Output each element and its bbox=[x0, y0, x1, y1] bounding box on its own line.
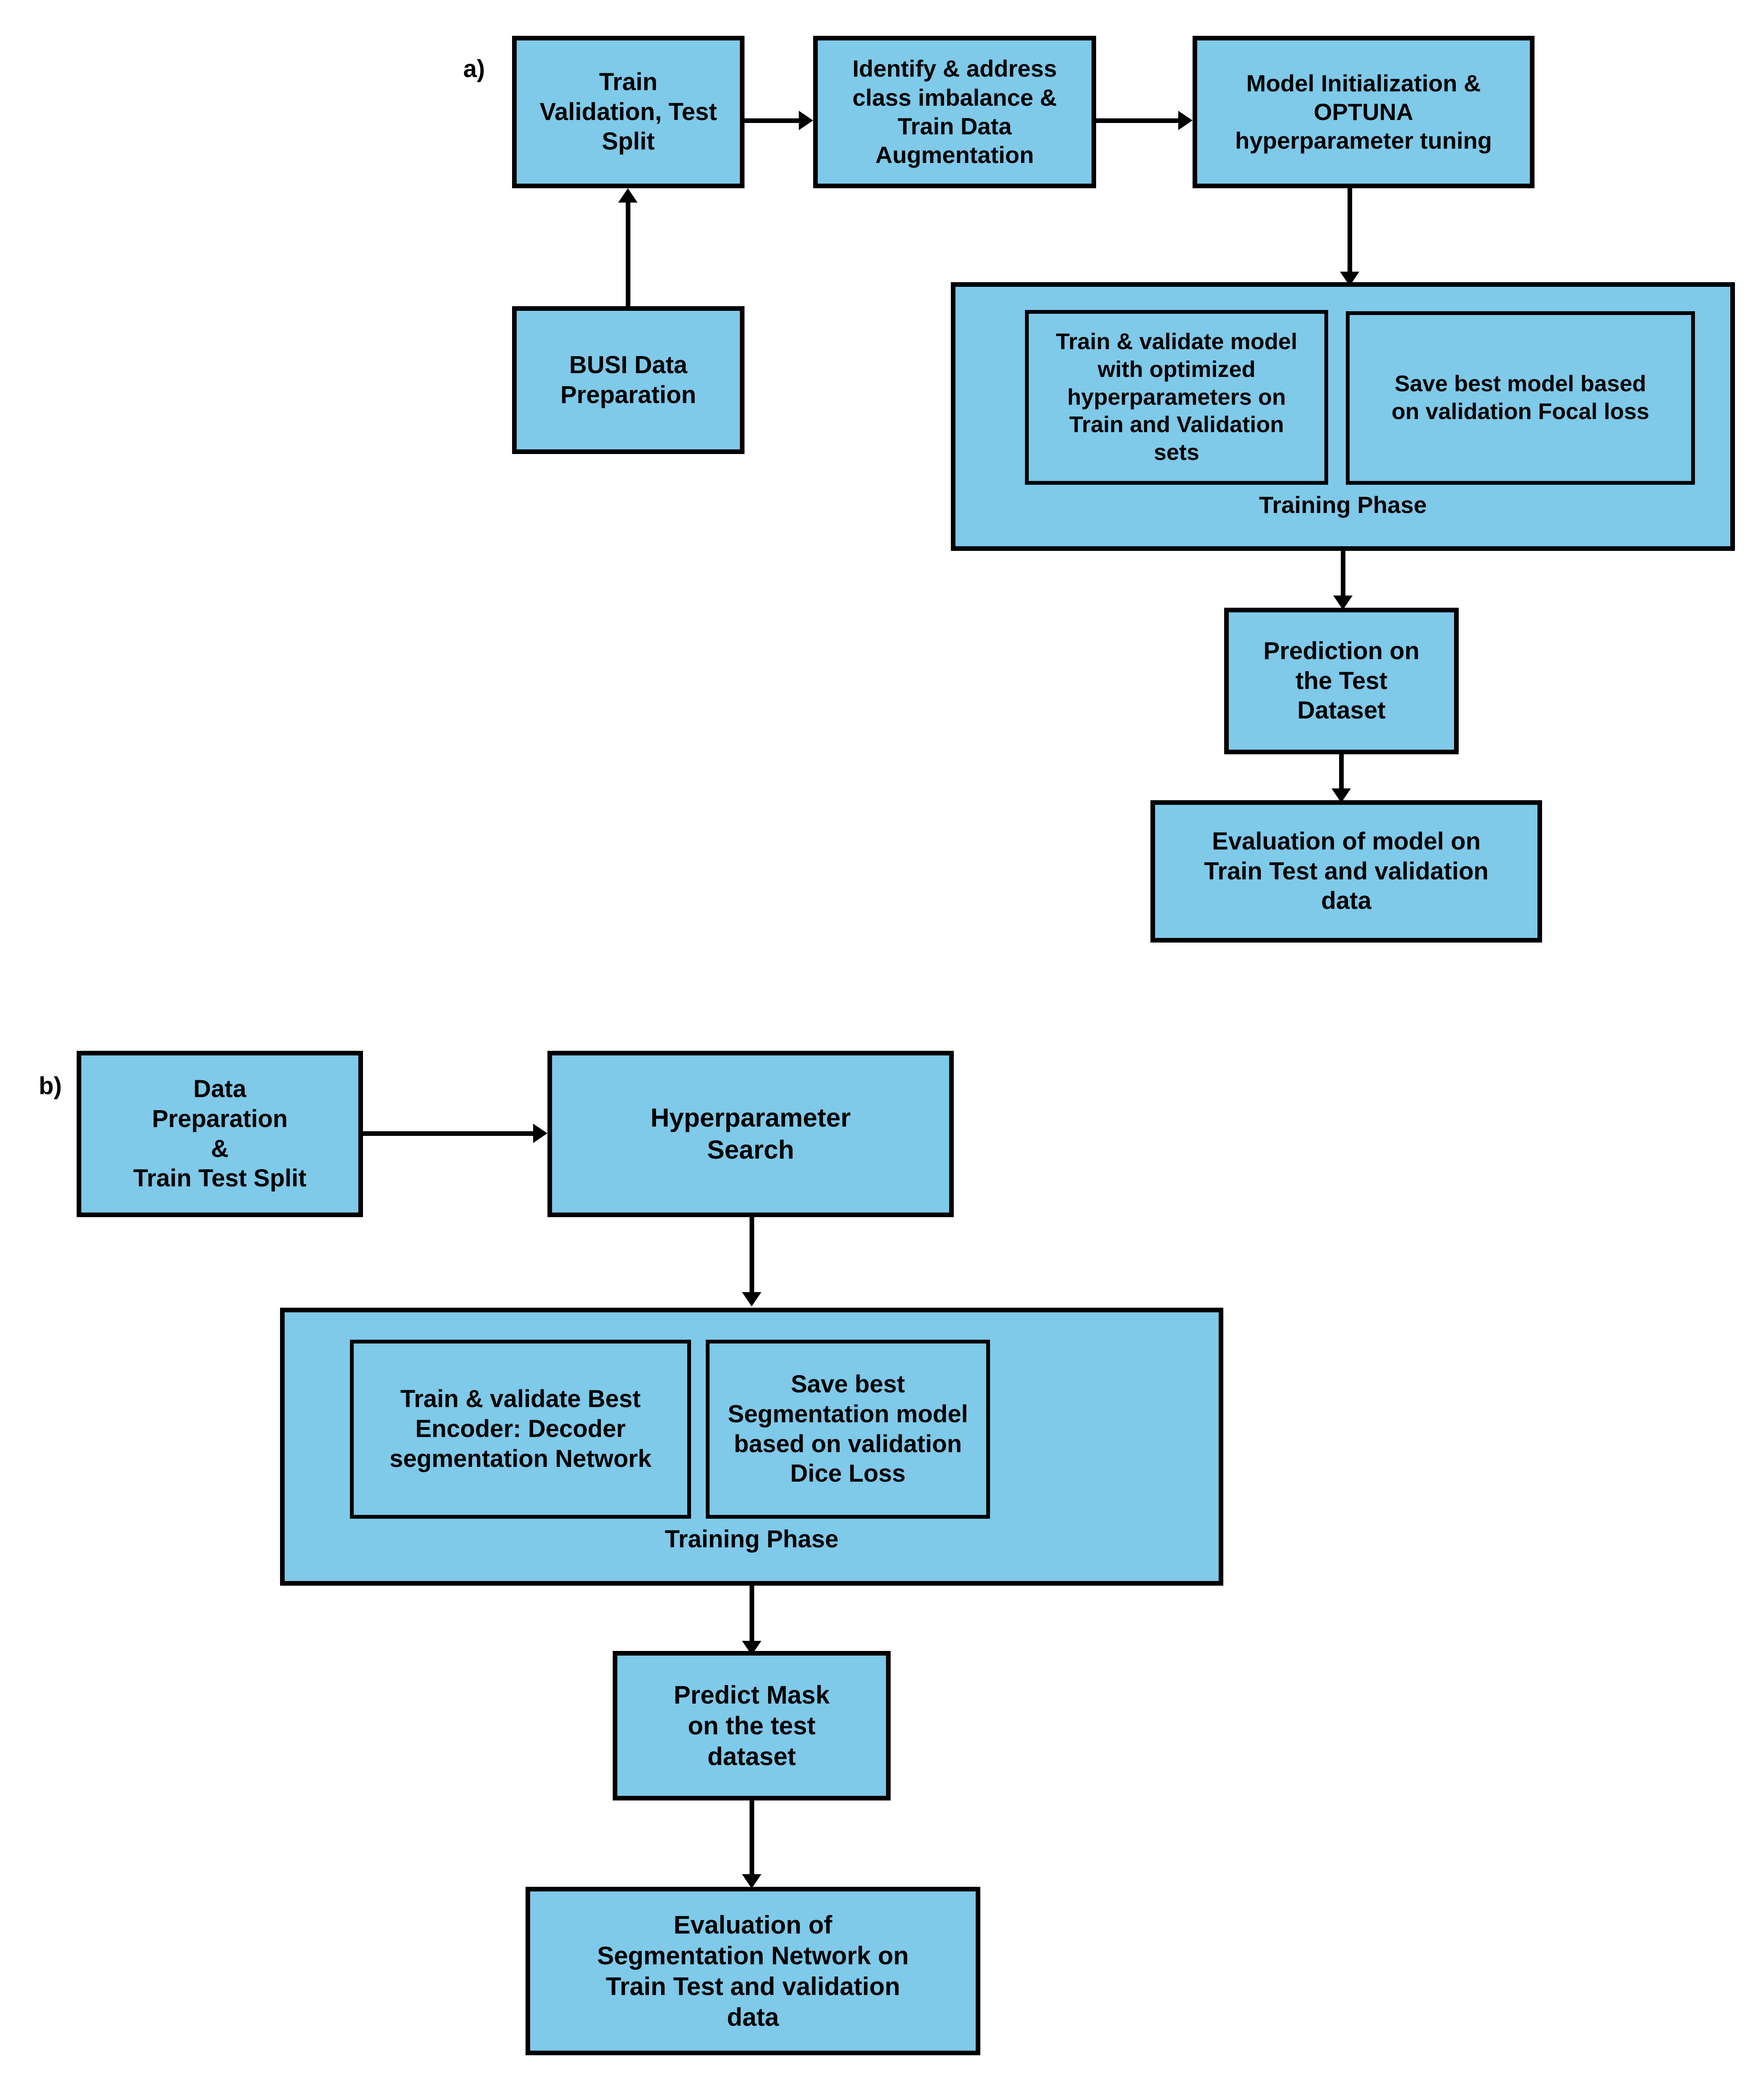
node-hyperparameter-search: Hyperparameter Search bbox=[547, 1051, 954, 1217]
node-save-best-segmentation-model-dice-loss: Save best Segmentation model based on va… bbox=[706, 1340, 990, 1519]
node-prediction-test-dataset: Prediction on the Test Dataset bbox=[1224, 608, 1459, 754]
node-predict-mask-test-dataset: Predict Mask on the test dataset bbox=[613, 1651, 891, 1800]
group-training-phase-b: Train & validate Best Encoder: Decoder s… bbox=[280, 1308, 1223, 1586]
panel-letter-b: b) bbox=[39, 1072, 62, 1100]
group-label-training-phase-b: Training Phase bbox=[665, 1525, 839, 1553]
arrowhead-training-phase-to-prediction bbox=[1333, 596, 1353, 610]
node-train-validation-test-split: Train Validation, Test Split bbox=[512, 36, 745, 188]
group-training-phase-a: Train & validate model with optimized hy… bbox=[951, 282, 1735, 551]
node-evaluation-segmentation-network: Evaluation of Segmentation Network on Tr… bbox=[526, 1887, 980, 2055]
arrowhead-busi-to-split bbox=[618, 188, 638, 203]
panel-letter-a: a) bbox=[463, 55, 485, 83]
arrowhead-hypersearch-to-training-phase bbox=[742, 1292, 761, 1306]
arrowhead-dataprep-to-hypersearch bbox=[533, 1124, 547, 1143]
connector-training-phase-to-predict-mask bbox=[750, 1586, 754, 1643]
arrowhead-split-to-imbalance bbox=[799, 111, 813, 130]
node-evaluation-model: Evaluation of model on Train Test and va… bbox=[1150, 800, 1542, 943]
connector-split-to-imbalance bbox=[745, 118, 800, 123]
node-train-validate-best-encoder-decoder: Train & validate Best Encoder: Decoder s… bbox=[350, 1340, 691, 1519]
connector-training-phase-to-prediction bbox=[1341, 551, 1345, 597]
arrowhead-predict-mask-to-evaluation bbox=[742, 1874, 761, 1888]
node-train-validate-model-optimized: Train & validate model with optimized hy… bbox=[1025, 310, 1328, 485]
node-identify-class-imbalance: Identify & address class imbalance & Tra… bbox=[813, 36, 1096, 188]
connector-dataprep-to-hypersearch bbox=[363, 1131, 534, 1136]
node-model-initialization-optuna: Model Initialization & OPTUNA hyperparam… bbox=[1193, 36, 1534, 188]
connector-imbalance-to-optuna bbox=[1096, 118, 1179, 123]
connector-optuna-to-training-phase bbox=[1348, 188, 1352, 272]
node-data-preparation-train-test-split: Data Preparation & Train Test Split bbox=[77, 1051, 363, 1217]
connector-hypersearch-to-training-phase bbox=[750, 1217, 754, 1293]
arrowhead-imbalance-to-optuna bbox=[1178, 111, 1193, 130]
connector-predict-mask-to-evaluation bbox=[750, 1800, 754, 1876]
group-label-training-phase-a: Training Phase bbox=[1259, 491, 1427, 518]
node-busi-data-preparation: BUSI Data Preparation bbox=[512, 306, 745, 454]
connector-busi-to-split bbox=[626, 202, 630, 307]
connector-prediction-to-evaluation bbox=[1339, 754, 1344, 790]
node-save-best-model-focal-loss: Save best model based on validation Foca… bbox=[1346, 311, 1695, 485]
